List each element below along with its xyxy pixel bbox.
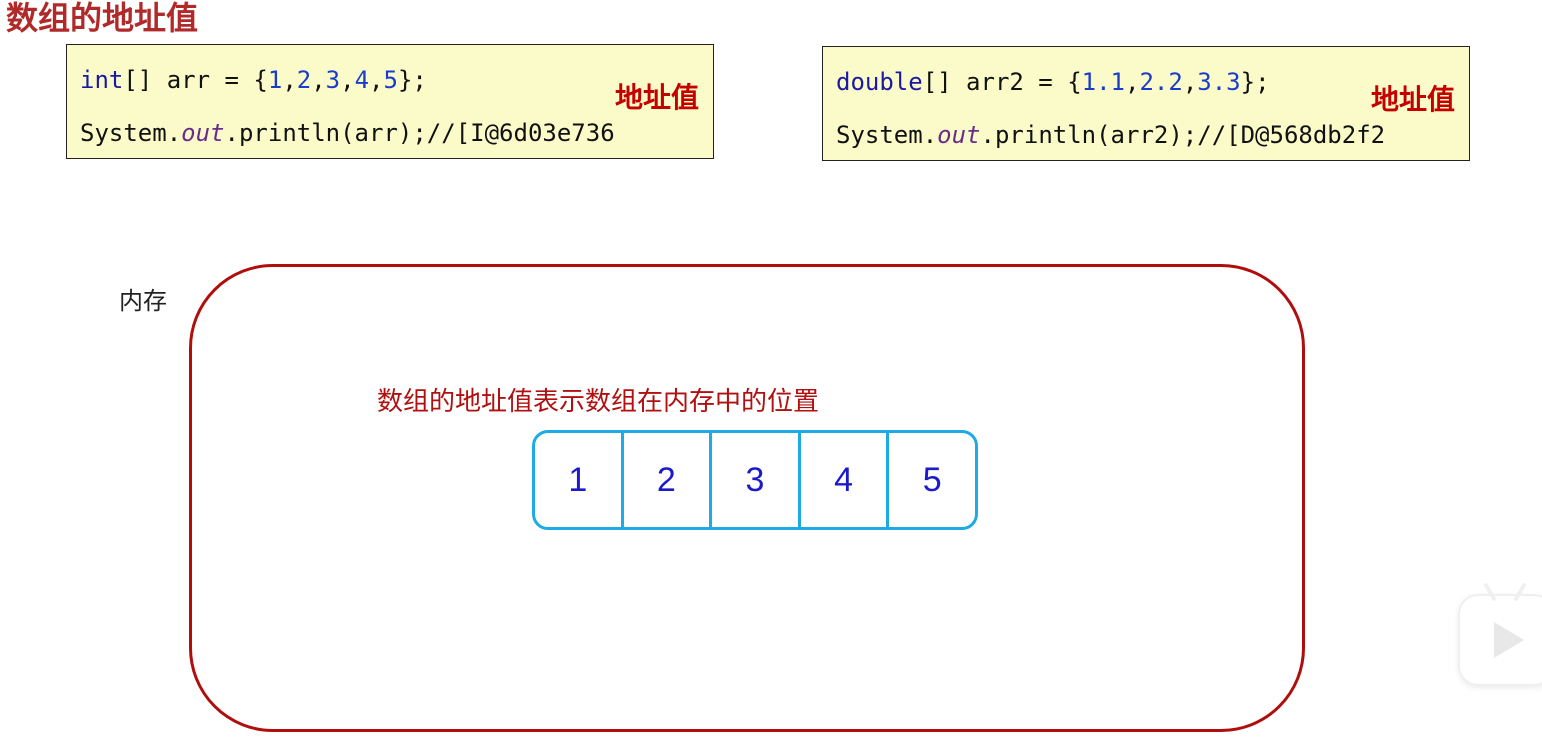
widget-ear <box>1513 582 1527 602</box>
array-value: 1 <box>267 66 283 94</box>
array-value: 1.1 <box>1081 68 1126 96</box>
array-value: 2.2 <box>1139 68 1183 96</box>
address-label: 地址值 <box>614 81 699 114</box>
declaration-end: }; <box>1240 68 1270 96</box>
memory-region <box>189 264 1305 732</box>
code-line-print: System.out.println(arr2);//[D@568db2f2 <box>836 120 1385 150</box>
code-box-double-array: double[] arr2 = {1.1,2.2,3.3}; System.ou… <box>822 46 1470 161</box>
type-keyword: int <box>80 66 124 94</box>
slide-title: 数组的地址值 <box>6 0 199 37</box>
out-field: out <box>181 119 225 147</box>
array-cell: 4 <box>801 433 890 527</box>
declaration-text: [] arr2 = { <box>922 68 1082 96</box>
print-suffix: .println(arr2);//[D@568db2f2 <box>980 121 1386 149</box>
print-prefix: System. <box>80 119 182 147</box>
memory-label: 内存 <box>119 287 167 315</box>
array-cell: 3 <box>712 433 801 527</box>
array-in-memory: 1 2 3 4 5 <box>532 430 978 530</box>
print-prefix: System. <box>836 121 938 149</box>
code-line-declaration: double[] arr2 = {1.1,2.2,3.3}; <box>836 68 1270 96</box>
array-cell: 5 <box>922 460 942 499</box>
array-value: 4 <box>354 66 370 94</box>
array-cell: 2 <box>624 433 713 527</box>
memory-caption: 数组的地址值表示数组在内存中的位置 <box>377 387 820 417</box>
type-keyword: double <box>836 68 923 96</box>
video-player-widget[interactable] <box>1458 582 1542 686</box>
declaration-text: [] arr = { <box>123 66 268 94</box>
array-cell: 1 <box>535 433 624 527</box>
code-line-declaration: int[] arr = {1,2,3,4,5}; <box>80 66 427 94</box>
address-label: 地址值 <box>1370 83 1455 116</box>
code-line-print: System.out.println(arr);//[I@6d03e736 <box>80 118 615 148</box>
play-icon[interactable] <box>1494 622 1524 658</box>
widget-ear <box>1483 582 1497 602</box>
array-value: 3.3 <box>1197 68 1241 96</box>
out-field: out <box>937 121 981 149</box>
print-suffix: .println(arr);//[I@6d03e736 <box>224 119 615 147</box>
array-value: 5 <box>383 66 398 94</box>
declaration-end: }; <box>397 66 427 94</box>
array-value: 2 <box>296 66 312 94</box>
array-value: 3 <box>325 66 341 94</box>
code-box-int-array: int[] arr = {1,2,3,4,5}; System.out.prin… <box>66 44 714 159</box>
